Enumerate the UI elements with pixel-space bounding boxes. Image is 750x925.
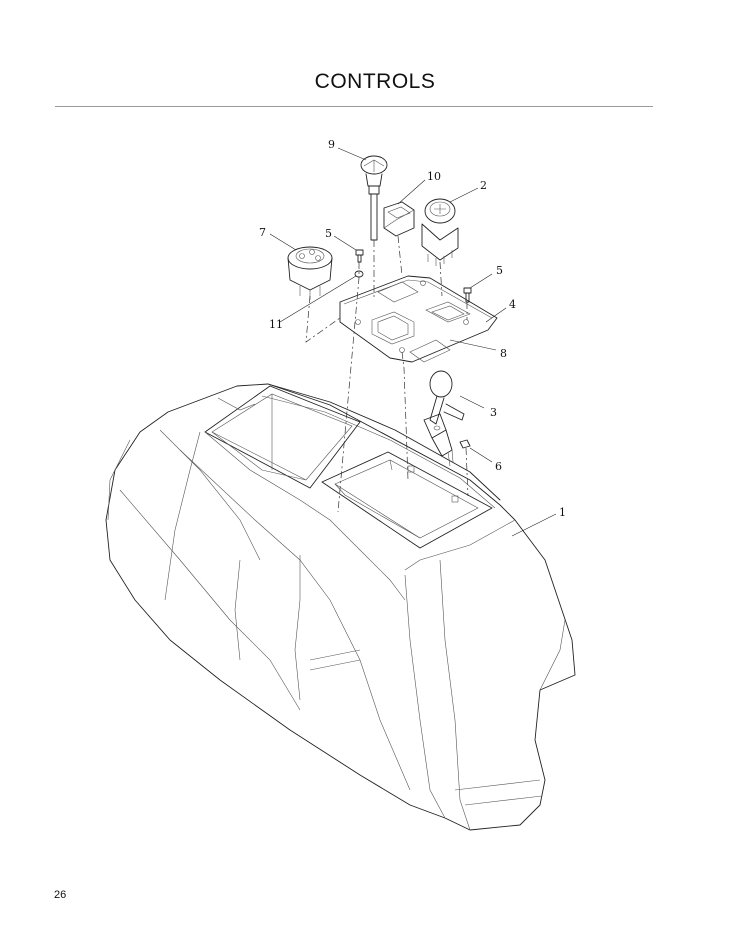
callout-2: 2 bbox=[480, 179, 487, 192]
part-switch-10 bbox=[383, 201, 415, 237]
callout-11: 11 bbox=[269, 318, 283, 331]
page-title: CONTROLS bbox=[314, 70, 436, 93]
part-fasteners bbox=[354, 249, 472, 449]
callout-3: 3 bbox=[490, 406, 497, 419]
part-console-housing bbox=[105, 383, 576, 831]
callout-9: 9 bbox=[328, 138, 335, 151]
callout-8: 8 bbox=[500, 347, 507, 360]
part-throttle-lever bbox=[423, 370, 465, 467]
callout-4: 4 bbox=[509, 298, 516, 311]
part-mounting-plate bbox=[339, 275, 498, 363]
callout-10: 10 bbox=[427, 170, 441, 183]
callout-5-left: 5 bbox=[325, 227, 332, 240]
part-key-switch bbox=[421, 198, 459, 266]
title-divider bbox=[55, 106, 653, 107]
callout-6: 6 bbox=[495, 460, 502, 473]
callout-7: 7 bbox=[259, 226, 266, 239]
assembly-lines bbox=[305, 235, 469, 513]
page-number: 26 bbox=[54, 889, 67, 901]
callout-5-right: 5 bbox=[496, 264, 503, 277]
part-pto-switch bbox=[287, 246, 333, 300]
part-knob bbox=[360, 155, 388, 241]
callout-1: 1 bbox=[559, 506, 566, 519]
leader-lines bbox=[269, 147, 557, 537]
